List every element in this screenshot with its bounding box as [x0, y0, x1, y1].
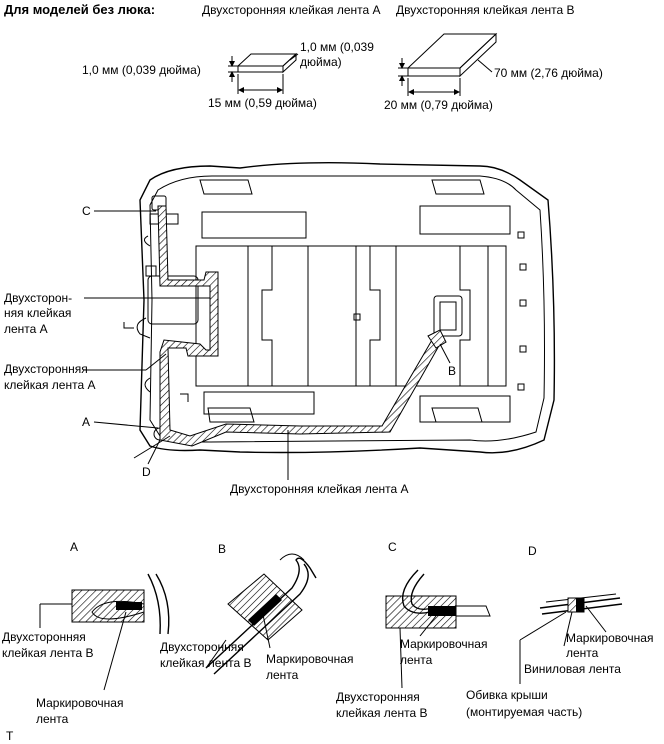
detail-c-marker	[428, 606, 456, 616]
sound-pad-rear-left	[203, 391, 315, 415]
tape-a-front-face	[237, 65, 284, 73]
tape-b-side-face	[459, 32, 497, 78]
detail-b-tape-2: клейкая лента B	[160, 656, 251, 670]
tape-a-bottom: Двухсторонняя клейкая лента A	[230, 482, 409, 496]
tape-a-thickness: 1,0 мм (0,039 дюйма)	[82, 63, 201, 77]
tape-b-spec: Двухсторонняя клейкая лента B 70 мм (2,7…	[384, 3, 603, 112]
detail-b: B Двухсторонняя клейкая лента B Маркиров…	[160, 542, 353, 682]
header-text: Для моделей без люка:	[4, 2, 155, 17]
detail-d-mark-2: лента	[566, 646, 599, 660]
tape-b-width: 20 мм (0,79 дюйма)	[384, 98, 493, 112]
left-bracket	[147, 275, 199, 325]
detail-d-vinyl-label: Виниловая лента	[524, 662, 621, 676]
detail-a-tape-2: клейкая лента B	[2, 646, 93, 660]
tape-b-title: Двухсторонняя клейкая лента B	[396, 3, 575, 17]
detail-a-mark-1: Маркировочная	[36, 696, 123, 710]
wire-harness	[123, 205, 447, 447]
label-d: D	[142, 465, 151, 479]
roof-headliner	[139, 161, 556, 454]
detail-d-roof-1: Обивка крыши	[466, 688, 548, 702]
label-c: C	[82, 204, 91, 218]
detail-b-mark-1: Маркировочная	[266, 652, 353, 666]
tape-a-harness	[157, 205, 441, 447]
footer-code: T	[6, 729, 14, 743]
detail-c-mark-1: Маркировочная	[400, 637, 487, 651]
detail-a: A Двухсторонняя клейкая лента B Маркиров…	[2, 540, 170, 726]
detail-c-tape-2: клейкая лента B	[336, 706, 427, 720]
tape-a-width-1: 1,0 мм (0,039	[300, 40, 374, 54]
tape-a-length: 15 мм (0,59 дюйма)	[208, 96, 317, 110]
tape-a-left-3: лента A	[4, 322, 48, 336]
lamp-bracket	[433, 295, 463, 337]
tape-a-top-face	[236, 53, 298, 67]
tape-a-side-face	[282, 52, 297, 74]
tape-a-left-1: Двухсторон-	[4, 291, 72, 305]
tape-a-left2-2: клейкая лента A	[4, 378, 95, 392]
detail-d-marker	[576, 598, 584, 612]
tape-a-width-2: дюйма)	[300, 55, 342, 69]
sound-pad-front-right	[419, 205, 511, 235]
detail-d: D Маркировочная лента Виниловая лента Об…	[466, 544, 653, 719]
tape-b-length: 70 мм (2,76 дюйма)	[494, 66, 603, 80]
tape-a-left2-1: Двухсторонняя	[4, 362, 88, 376]
label-a: A	[82, 415, 90, 429]
tape-a-left-2: няя клейкая	[4, 306, 71, 320]
detail-c-mark-2: лента	[400, 653, 433, 667]
detail-a-mark-2: лента	[36, 712, 69, 726]
detail-b-mark-2: лента	[266, 668, 299, 682]
detail-a-tape-1: Двухсторонняя	[2, 630, 86, 644]
tape-a-title: Двухсторонняя клейкая лента A	[202, 3, 381, 17]
headliner-outline	[139, 161, 556, 454]
detail-c-letter: C	[388, 540, 397, 554]
tape-b-top-face	[406, 33, 498, 69]
sound-pad-rear-right	[419, 395, 511, 423]
detail-c: C Маркировочная лента Двухсторонняя клей…	[336, 540, 491, 720]
detail-a-marker	[116, 602, 142, 610]
tape-a-spec: Двухсторонняя клейкая лента A 1,0 мм (0,…	[82, 3, 381, 110]
label-b: B	[448, 364, 456, 378]
detail-a-letter: A	[70, 540, 78, 554]
headliner-inner-edge	[149, 175, 545, 443]
detail-d-mark-1: Маркировочная	[566, 631, 653, 645]
detail-b-tape-1: Двухсторонняя	[160, 640, 244, 654]
sound-pad-front-left	[201, 211, 307, 239]
detail-d-letter: D	[528, 544, 537, 558]
detail-b-letter: B	[218, 542, 226, 556]
detail-c-tape-1: Двухсторонняя	[336, 690, 420, 704]
detail-b-marker	[248, 594, 282, 626]
tape-b-front-face	[407, 67, 461, 77]
detail-d-roof-2: (монтируемая часть)	[466, 705, 582, 719]
